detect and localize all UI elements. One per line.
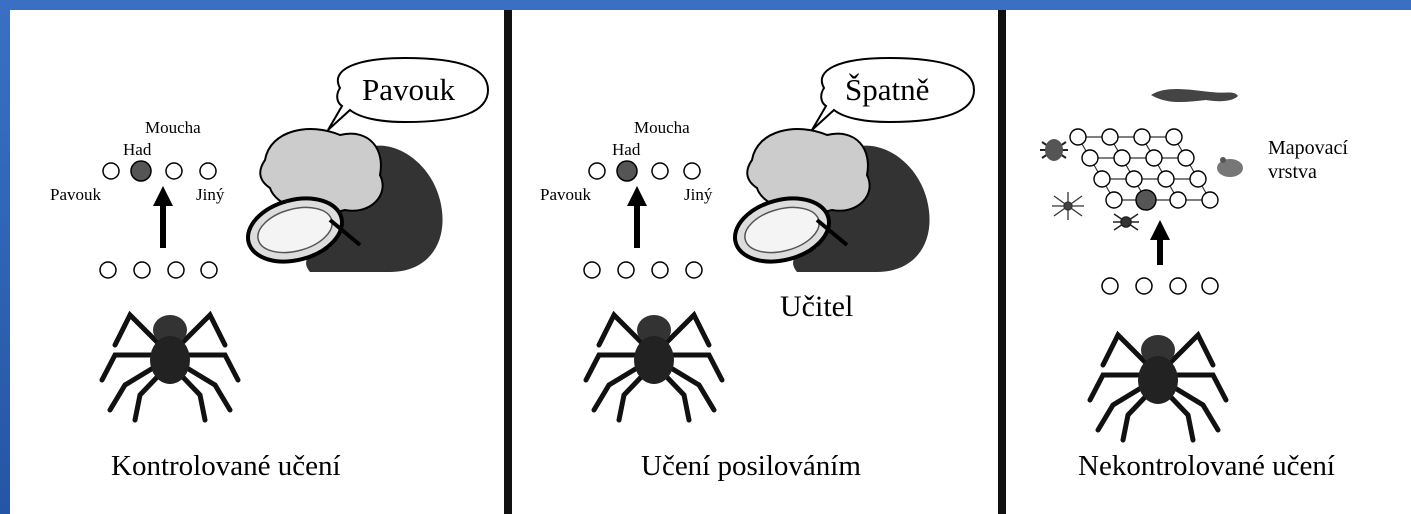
map-node-active	[1136, 190, 1156, 210]
speech-text: Špatně	[845, 72, 929, 108]
speech-text: Pavouk	[362, 72, 455, 108]
map-node	[1106, 192, 1122, 208]
unsupervised-learning-panel: Mapovací vrstva Nekontrolované učení	[1006, 10, 1411, 514]
output-nodes	[103, 161, 216, 181]
frog-icon	[1217, 157, 1243, 177]
output-label-fly: Moucha	[634, 118, 690, 138]
map-node	[1114, 150, 1130, 166]
input-node	[1170, 278, 1186, 294]
panel-caption: Učení posilováním	[641, 450, 861, 483]
supervised-learning-panel: Moucha Had Pavouk Jiný Pavouk Kontrolova…	[10, 10, 504, 514]
map-node	[1126, 171, 1142, 187]
map-layer-label: Mapovací vrstva	[1268, 136, 1388, 184]
output-label-snake: Had	[123, 140, 151, 160]
map-node	[1178, 150, 1194, 166]
spider-icon	[586, 315, 722, 420]
input-node	[618, 262, 634, 278]
output-label-snake: Had	[612, 140, 640, 160]
output-label-fly: Moucha	[145, 118, 201, 138]
panel-caption: Nekontrolované učení	[1078, 450, 1335, 483]
output-label-other: Jiný	[684, 185, 712, 205]
up-arrow-icon	[1150, 220, 1170, 265]
panel-caption: Kontrolované učení	[111, 450, 341, 483]
scientist-with-magnifier-icon	[241, 129, 443, 272]
map-node	[1158, 171, 1174, 187]
up-arrow-icon	[153, 186, 173, 248]
output-label-spider: Pavouk	[540, 185, 591, 205]
output-node	[589, 163, 605, 179]
output-node	[652, 163, 668, 179]
map-node	[1134, 129, 1150, 145]
input-nodes	[584, 262, 702, 278]
input-node	[201, 262, 217, 278]
up-arrow-icon	[627, 186, 647, 248]
output-node	[684, 163, 700, 179]
map-node	[1190, 171, 1206, 187]
input-node	[100, 262, 116, 278]
lizard-icon	[1151, 89, 1238, 102]
small-spider-icon	[1052, 192, 1084, 220]
spider-icon	[1090, 335, 1226, 440]
small-spider-icon	[1113, 214, 1139, 230]
output-label-other: Jiný	[196, 185, 224, 205]
map-node	[1166, 129, 1182, 145]
input-node	[1136, 278, 1152, 294]
teacher-label: Učitel	[780, 290, 853, 324]
panel3-graphics	[1006, 10, 1411, 514]
input-node	[686, 262, 702, 278]
output-node-active	[617, 161, 637, 181]
map-node	[1146, 150, 1162, 166]
map-node	[1170, 192, 1186, 208]
scientist-with-magnifier-icon	[728, 129, 930, 272]
output-node	[166, 163, 182, 179]
input-node	[134, 262, 150, 278]
output-node	[103, 163, 119, 179]
map-layer-nodes	[1070, 129, 1218, 210]
output-node	[200, 163, 216, 179]
map-node	[1070, 129, 1086, 145]
input-node	[584, 262, 600, 278]
input-node	[1102, 278, 1118, 294]
map-node	[1094, 171, 1110, 187]
output-node-active	[131, 161, 151, 181]
map-node	[1202, 192, 1218, 208]
input-nodes	[1102, 278, 1218, 294]
map-node	[1102, 129, 1118, 145]
input-node	[1202, 278, 1218, 294]
input-node	[652, 262, 668, 278]
input-node	[168, 262, 184, 278]
spider-icon	[102, 315, 238, 420]
output-label-spider: Pavouk	[50, 185, 101, 205]
output-nodes	[589, 161, 700, 181]
reinforcement-learning-panel: Moucha Had Pavouk Jiný Špatně Učitel Uče…	[512, 10, 998, 514]
panel-divider	[504, 10, 512, 514]
input-nodes	[100, 262, 217, 278]
map-node	[1082, 150, 1098, 166]
beetle-icon	[1040, 139, 1068, 161]
panel-divider	[998, 10, 1006, 514]
